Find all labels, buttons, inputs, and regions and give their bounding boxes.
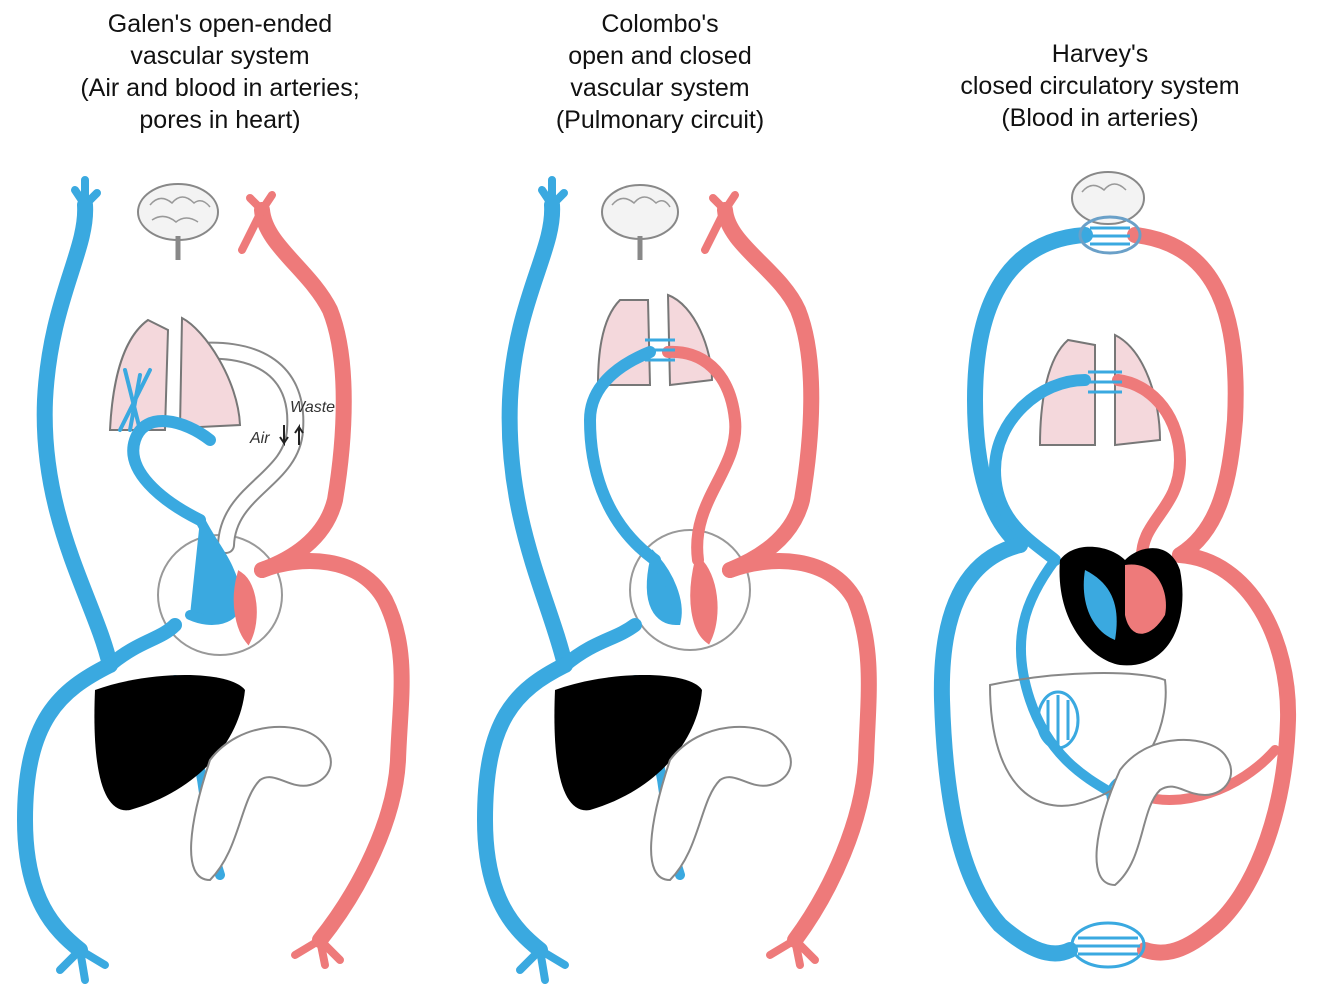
colombo-panel: Colombo's open and closed vascular syste…	[440, 0, 880, 1004]
galen-diagram: Air Waste	[0, 0, 440, 1004]
intestine-icon	[1096, 740, 1231, 885]
capillary-bed-legs	[1072, 923, 1144, 967]
harvey-diagram	[880, 0, 1319, 1004]
capillary-bed-liver	[1038, 692, 1078, 748]
heart-icon	[1060, 547, 1183, 666]
brain-icon	[602, 185, 678, 260]
brain-icon	[138, 184, 218, 260]
waste-label: Waste	[290, 399, 335, 416]
colombo-diagram	[440, 0, 880, 1004]
galen-panel: Galen's open-ended vascular system (Air …	[0, 0, 440, 1004]
harvey-panel: Harvey's closed circulatory system (Bloo…	[880, 0, 1319, 1004]
galen-arteries	[237, 195, 402, 965]
colombo-arteries	[668, 195, 869, 965]
colombo-veins	[485, 180, 680, 980]
air-label: Air	[249, 430, 270, 447]
